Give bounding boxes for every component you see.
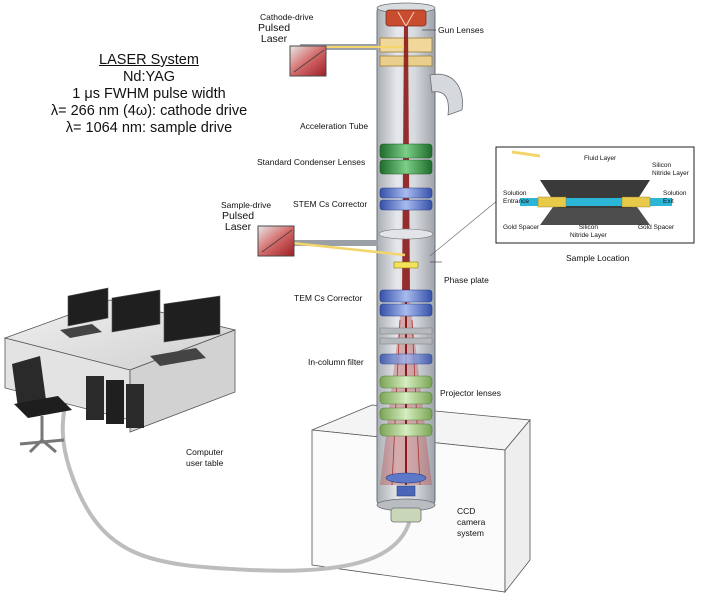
sample-stage bbox=[378, 228, 434, 269]
label-ccd-2: camera bbox=[457, 517, 486, 527]
inset-solution-entrance: Solution Entrance bbox=[503, 190, 529, 205]
label-condenser-lenses: Standard Condenser Lenses bbox=[257, 157, 366, 167]
inset-exit-2: Exit bbox=[663, 197, 674, 205]
label-computer-1: Computer bbox=[186, 447, 224, 457]
inset-entrance-2: Entrance bbox=[503, 197, 530, 205]
label-phase-plate: Phase plate bbox=[444, 275, 489, 285]
inset-sin-top-1: Silicon bbox=[652, 162, 672, 169]
electron-gun bbox=[385, 9, 427, 28]
sample-laser-title: Pulsed Laser bbox=[218, 211, 258, 233]
laser-line-2: 1 μs FWHM pulse width bbox=[72, 86, 226, 102]
sample-laser bbox=[257, 225, 406, 257]
cathode-laser bbox=[289, 44, 404, 77]
label-computer: Computer user table bbox=[186, 447, 223, 469]
column-rings bbox=[379, 327, 433, 345]
inset-sin-bottom-1: Silicon bbox=[578, 224, 598, 231]
inset-fluid-layer: Fluid Layer bbox=[584, 155, 617, 162]
inset-gold-spacer-left: Gold Spacer bbox=[503, 224, 540, 231]
label-stem-corrector: STEM Cs Corrector bbox=[293, 199, 368, 209]
sample-laser-title-2: Laser bbox=[224, 221, 252, 233]
cathode-laser-title-2: Laser bbox=[260, 33, 288, 45]
laser-line-1: Nd:YAG bbox=[122, 69, 176, 85]
projector-lenses bbox=[379, 375, 433, 437]
inset-solution-exit: Solution Exit bbox=[663, 190, 687, 205]
inset-caption: Sample Location bbox=[566, 253, 630, 263]
office-chair bbox=[12, 356, 72, 454]
tem-corrector bbox=[379, 289, 433, 317]
sample-inset bbox=[495, 146, 695, 244]
label-computer-2: user table bbox=[186, 458, 224, 468]
cathode-laser-title-1: Pulsed bbox=[257, 22, 291, 34]
cathode-laser-caption: Cathode-drive bbox=[260, 12, 314, 22]
label-ccd-1: CCD bbox=[457, 506, 476, 516]
stem-corrector bbox=[379, 187, 433, 211]
laser-system-title: LASER System bbox=[99, 52, 199, 68]
inset-sin-top-2: Nitride Layer bbox=[652, 169, 689, 177]
condenser-lenses bbox=[379, 143, 433, 175]
inset-silicon-nitride-top: Silicon Nitride Layer bbox=[652, 162, 689, 177]
inset-entrance-1: Solution bbox=[503, 190, 527, 197]
inset-exit-1: Solution bbox=[663, 190, 687, 197]
sample-laser-caption: Sample-drive bbox=[221, 200, 272, 210]
in-column-filter bbox=[379, 353, 433, 365]
label-gun-lenses: Gun Lenses bbox=[438, 25, 484, 35]
label-projector-lenses: Projector lenses bbox=[440, 388, 501, 398]
ccd-cable bbox=[60, 399, 412, 573]
label-acceleration-tube: Acceleration Tube bbox=[300, 121, 369, 131]
inset-silicon-nitride-bottom: Silicon Nitride Layer bbox=[570, 224, 607, 239]
inset-gold-spacer-right: Gold Spacer bbox=[638, 224, 675, 231]
monitors bbox=[60, 287, 221, 366]
laser-line-4: λ= 1064 nm: sample drive bbox=[65, 120, 233, 136]
inset-sin-bottom-2: Nitride Layer bbox=[570, 231, 607, 239]
laser-system-info: LASER System Nd:YAG 1 μs FWHM pulse widt… bbox=[14, 52, 284, 137]
label-ccd: CCD camera system bbox=[457, 506, 485, 539]
label-tem-corrector: TEM Cs Corrector bbox=[294, 293, 363, 303]
label-in-column-filter: In-column filter bbox=[308, 357, 364, 367]
label-ccd-3: system bbox=[457, 528, 484, 538]
cathode-laser-title: Pulsed Laser bbox=[254, 23, 294, 45]
laser-line-3: λ= 266 nm (4ω): cathode drive bbox=[50, 103, 248, 119]
sample-laser-title-1: Pulsed bbox=[221, 210, 255, 222]
ccd-detector bbox=[385, 472, 427, 497]
